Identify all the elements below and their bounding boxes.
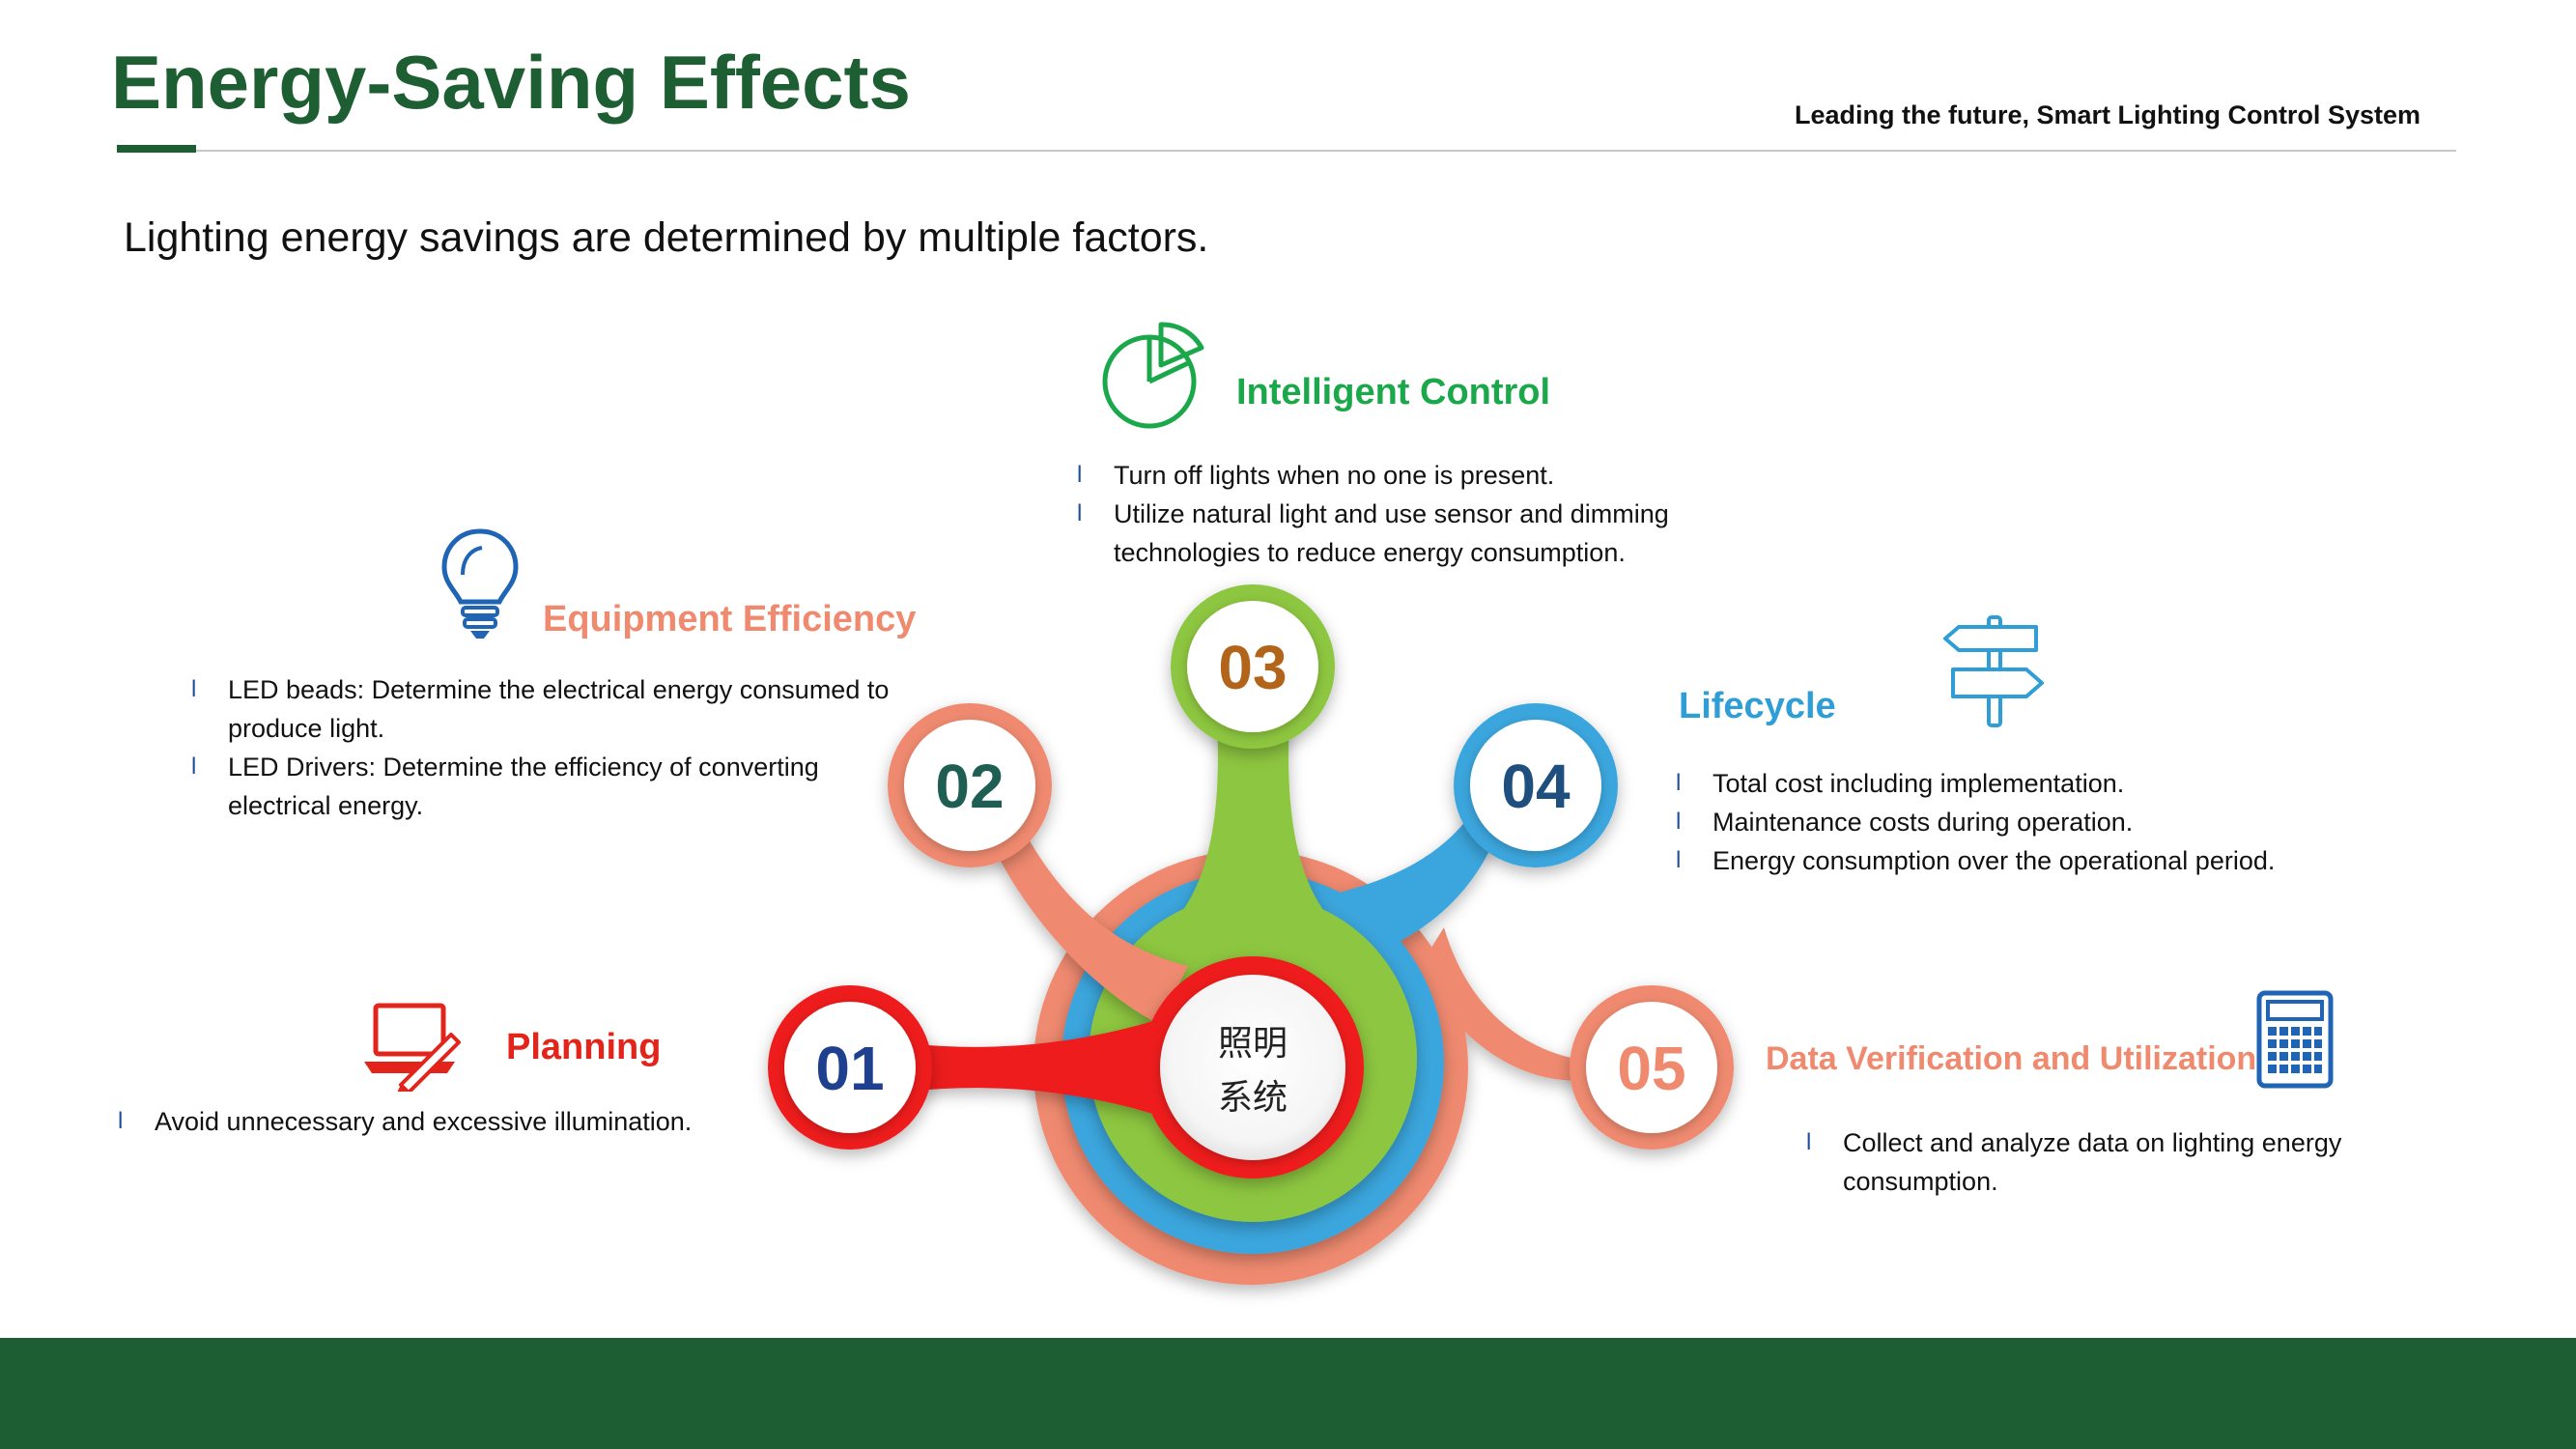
intelligent-control-title: Intelligent Control [1236,372,1551,412]
node-02 [888,703,1052,867]
node-04-number: 04 [1501,752,1571,821]
list-item: Energy consumption over the operational … [1676,841,2352,880]
list-item: Maintenance costs during operation. [1676,803,2352,841]
list-item: Collect and analyze data on lighting ene… [1806,1123,2347,1201]
list-item: Turn off lights when no one is present. [1077,456,1734,495]
planning-bullets: Avoid unnecessary and excessive illumina… [118,1102,794,1141]
footer-band [0,1338,2576,1449]
planning-title: Planning [506,1027,662,1067]
intelligent-control-bullets: Turn off lights when no one is present. … [1077,456,1734,572]
list-item: Utilize natural light and use sensor and… [1077,495,1734,572]
list-item: Avoid unnecessary and excessive illumina… [118,1102,794,1141]
stem-02 [995,831,1188,1024]
header-tagline: Leading the future, Smart Lighting Contr… [1794,100,2420,129]
equipment-efficiency-bullets: LED beads: Determine the electrical ener… [191,670,896,825]
lifecycle-title: Lifecycle [1679,686,1836,726]
pie-chart-icon [1102,322,1204,429]
data-verification-title: Data Verification and Utilization [1766,1040,2257,1077]
lifecycle-bullets: Total cost including implementation. Mai… [1676,764,2352,880]
node-03 [1171,584,1335,749]
list-item: Total cost including implementation. [1676,764,2352,803]
node-05 [1570,985,1734,1150]
calculator-icon [2256,990,2334,1089]
title-accent-bar [117,145,196,153]
data-verification-bullets: Collect and analyze data on lighting ene… [1806,1123,2347,1201]
intro-text: Lighting energy savings are determined b… [124,214,1209,261]
center-disc [1160,975,1345,1160]
page-title: Energy-Saving Effects [111,40,911,125]
node-01-number: 01 [815,1034,884,1103]
signpost-icon [1943,615,2044,727]
list-item: LED beads: Determine the electrical ener… [191,670,896,748]
center-text-line1: 照明 [1218,1024,1288,1064]
equipment-efficiency-title: Equipment Efficiency [543,599,917,639]
list-item: LED Drivers: Determine the efficiency of… [191,748,896,825]
node-02-number: 02 [935,752,1004,821]
center-text-line2: 系统 [1218,1078,1288,1118]
node-05-number: 05 [1617,1034,1685,1103]
lightbulb-icon [441,528,519,639]
node-04 [1454,703,1618,867]
node-01 [768,985,932,1150]
node-03-number: 03 [1218,633,1287,702]
laptop-pen-icon [364,1003,461,1092]
title-rule [117,150,2456,152]
